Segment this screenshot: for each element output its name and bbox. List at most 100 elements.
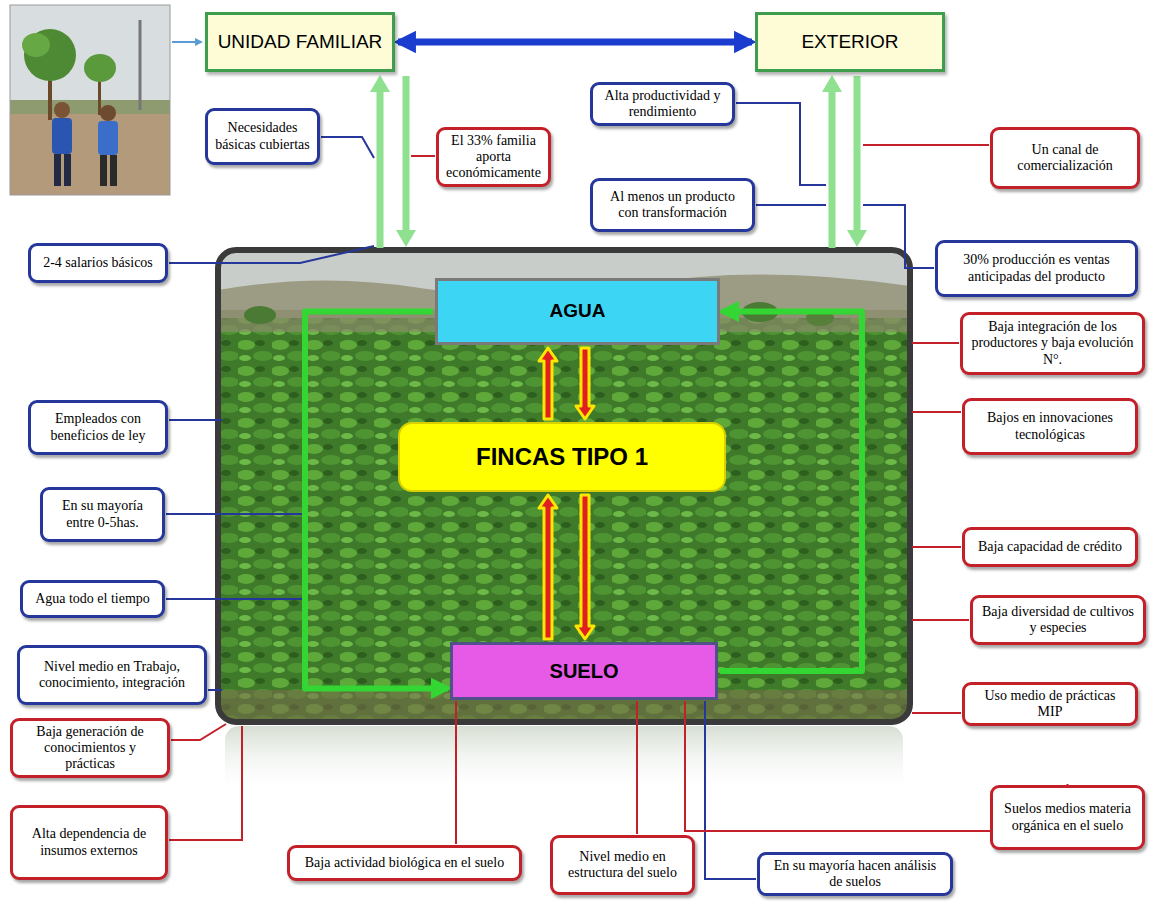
green-arrow-shaft bbox=[829, 90, 836, 248]
box-text: Nivel medio en estructura del suelo bbox=[559, 849, 686, 881]
photo-pointer-head bbox=[195, 38, 203, 46]
callout-box: Agua todo el tiempo bbox=[20, 580, 165, 618]
leader-line bbox=[912, 411, 961, 413]
photo-pointer bbox=[172, 41, 196, 43]
leader-connector bbox=[455, 701, 457, 844]
photo-person-leg bbox=[54, 154, 61, 186]
photo-tree bbox=[22, 33, 50, 57]
box-text: FINCAS TIPO 1 bbox=[476, 443, 648, 472]
callout-box: Uso medio de prácticas MIP bbox=[962, 682, 1138, 726]
callout-box: En su mayoría hacen análisis de suelos bbox=[757, 852, 953, 896]
box-text: Empleados con beneficios de ley bbox=[37, 411, 159, 443]
callout-box: Baja generación de conocimientos y práct… bbox=[10, 718, 170, 778]
exchange-connector bbox=[398, 39, 752, 46]
callout-box: Empleados con beneficios de ley bbox=[28, 400, 168, 455]
callout-box: En su mayoría entre 0-5has. bbox=[40, 487, 165, 542]
leader-line bbox=[166, 598, 303, 600]
leader-line bbox=[169, 726, 242, 840]
box-text: Agua todo el tiempo bbox=[35, 591, 150, 607]
box-text: SUELO bbox=[550, 659, 619, 683]
box-text: EXTERIOR bbox=[801, 31, 898, 54]
photo-person-leg bbox=[110, 155, 117, 186]
leader-line bbox=[863, 205, 934, 268]
water-box: AGUA bbox=[435, 278, 720, 345]
leader-line bbox=[208, 689, 222, 691]
leader-connector bbox=[636, 701, 638, 834]
green-arrow-shaft bbox=[854, 76, 861, 232]
field-tree bbox=[244, 306, 276, 324]
box-text: Baja generación de conocimientos y práct… bbox=[19, 724, 161, 772]
callout-box: Un canal de comercialización bbox=[990, 127, 1140, 189]
photo-sky bbox=[10, 5, 170, 195]
flow-arrow bbox=[576, 495, 594, 639]
box-text: Baja integración de los productores y ba… bbox=[969, 319, 1136, 367]
callout-box: Baja actividad biológica en el suelo bbox=[287, 845, 522, 881]
box-text: AGUA bbox=[550, 300, 606, 323]
leader-line bbox=[912, 712, 961, 714]
red-leaders bbox=[169, 145, 989, 840]
box-text: Uso medio de prácticas MIP bbox=[971, 688, 1129, 720]
callout-box: Nivel medio en Trabajo, conocimiento, in… bbox=[17, 645, 207, 705]
box-text: 2-4 salarios básicos bbox=[43, 255, 153, 271]
green-arrow-head bbox=[370, 75, 390, 92]
green-arrow-head bbox=[822, 75, 842, 92]
leader-line bbox=[321, 137, 374, 158]
box-text: Baja diversidad de cultivos y especies bbox=[979, 604, 1137, 636]
box-text: Baja capacidad de crédito bbox=[978, 539, 1122, 555]
panel-reflection bbox=[225, 726, 903, 796]
callout-box: El 33% familia aporta económicamente bbox=[436, 127, 551, 187]
photo-person-head bbox=[100, 105, 116, 121]
box-text: Alta productividad y rendimiento bbox=[599, 88, 726, 120]
photo-pole bbox=[139, 20, 142, 110]
field-photo bbox=[218, 250, 910, 722]
green-arrow-head bbox=[396, 230, 416, 247]
system-box: UNIDAD FAMILIAR bbox=[205, 12, 395, 72]
soil-box: SUELO bbox=[450, 642, 718, 700]
leader-line bbox=[912, 342, 959, 344]
farm-box: FINCAS TIPO 1 bbox=[398, 422, 726, 492]
system-box: EXTERIOR bbox=[755, 12, 945, 72]
green-arrow-shaft bbox=[403, 76, 410, 232]
green-arrow-shaft bbox=[377, 90, 384, 248]
photo-person-leg bbox=[100, 155, 107, 186]
callout-box: Nivel medio en estructura del suelo bbox=[550, 835, 695, 895]
leader-line bbox=[171, 724, 226, 740]
leader-line bbox=[756, 204, 826, 206]
box-text: En su mayoría entre 0-5has. bbox=[49, 498, 156, 530]
callout-box: Alta dependencia de insumos externos bbox=[10, 805, 168, 880]
box-text: Al menos un producto con transformación bbox=[599, 189, 746, 221]
leader-line bbox=[912, 619, 969, 621]
box-text: Un canal de comercialización bbox=[999, 142, 1131, 174]
photo-hills bbox=[10, 100, 170, 114]
callout-box: Bajos en innovaciones tecnológicas bbox=[962, 398, 1138, 455]
leader-line bbox=[863, 144, 989, 146]
box-text: 30% producción es ventas anticipadas del… bbox=[944, 252, 1129, 284]
callout-box: 2-4 salarios básicos bbox=[28, 243, 168, 283]
leader-connector bbox=[705, 701, 756, 879]
photo-frame bbox=[10, 5, 170, 195]
exchange-arrows bbox=[370, 75, 867, 248]
leader-line bbox=[912, 546, 961, 548]
box-text: Nivel medio en Trabajo, conocimiento, in… bbox=[26, 659, 198, 691]
leader-line bbox=[166, 513, 303, 515]
photo-person-body bbox=[98, 121, 118, 155]
photo-person-leg bbox=[64, 154, 71, 186]
leader-line bbox=[169, 246, 374, 263]
flow-arrow bbox=[539, 348, 557, 419]
photo-person-body bbox=[52, 118, 72, 154]
box-text: Alta dependencia de insumos externos bbox=[19, 826, 159, 858]
callout-box: Baja diversidad de cultivos y especies bbox=[970, 595, 1146, 645]
family-photo bbox=[10, 5, 170, 195]
callout-box: Baja capacidad de crédito bbox=[962, 527, 1138, 567]
callout-box: Suelos medios materia orgánica en el sue… bbox=[990, 785, 1145, 850]
leader-line bbox=[736, 103, 826, 185]
callout-box: Alta productividad y rendimiento bbox=[590, 82, 735, 126]
callout-box: Al menos un producto con transformación bbox=[590, 178, 755, 232]
flow-arrow bbox=[576, 348, 594, 419]
box-text: En su mayoría hacen análisis de suelos bbox=[766, 858, 944, 890]
green-arrow-head bbox=[847, 230, 867, 247]
box-text: Bajos en innovaciones tecnológicas bbox=[971, 410, 1129, 442]
leader-line bbox=[169, 419, 222, 421]
callout-box: Necesidades básicas cubiertas bbox=[205, 108, 320, 165]
photo-person-head bbox=[54, 102, 70, 118]
